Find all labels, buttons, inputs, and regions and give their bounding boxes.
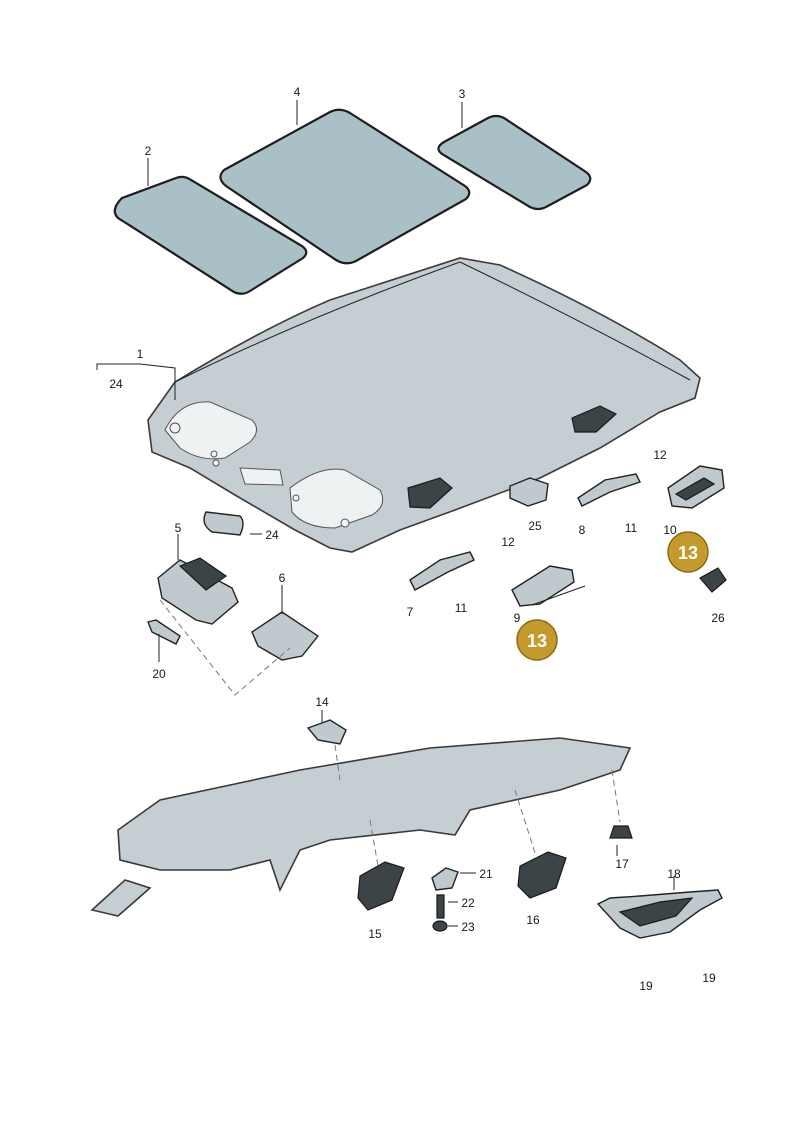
cover-6[interactable] [251,611,320,661]
glass-panel-2[interactable] [113,175,308,295]
callout-6: 6 [279,571,286,585]
callout-23: 23 [461,920,475,934]
glass-panel-3[interactable] [437,114,592,211]
callout-1: 1 [137,347,144,361]
callout-19b: 19 [702,971,716,985]
svg-text:13: 13 [678,543,698,563]
cap-25[interactable] [509,477,549,507]
clip-17[interactable] [609,825,633,839]
callout-2: 2 [145,144,152,158]
callout-18: 18 [667,867,681,881]
callout-25: 25 [528,519,542,533]
callout-26: 26 [711,611,725,625]
glass-panel-4[interactable] [219,108,471,265]
callout-11a: 11 [455,601,468,615]
callout-7: 7 [407,605,414,619]
mirror-24[interactable] [203,511,244,536]
cover-26[interactable] [699,567,727,593]
callout-15: 15 [368,927,382,941]
callout-24b: 24 [265,528,279,542]
screw-22[interactable] [436,894,445,919]
callout-3: 3 [459,87,466,101]
callout-19a: 19 [639,979,653,993]
bracket-8[interactable] [577,473,641,507]
badge-13-right[interactable]: 13 [667,531,709,573]
callout-10: 10 [663,523,677,537]
badge-13-left[interactable]: 13 [516,619,558,661]
callout-20: 20 [152,667,166,681]
callout-4: 4 [294,85,301,99]
grab-handle-9[interactable] [511,565,575,607]
reading-light-5[interactable] [157,557,239,625]
callout-16: 16 [526,913,540,927]
callout-17: 17 [615,857,629,871]
callout-5: 5 [175,521,182,535]
grab-handle-10[interactable] [667,465,725,509]
roof-frame [117,737,632,893]
svg-text:13: 13 [527,631,547,651]
callout-8: 8 [579,523,586,537]
grab-handle-18[interactable] [596,889,723,939]
callout-14: 14 [315,695,329,709]
callout-21: 21 [479,867,493,881]
callout-22: 22 [461,896,475,910]
clip-21[interactable] [431,867,459,891]
clip-14[interactable] [306,719,347,745]
clip-20[interactable] [147,619,181,645]
callout-11b: 11 [625,521,638,535]
callout-24a: 24 [109,377,123,391]
bracket-7[interactable] [409,551,475,591]
cap-23[interactable] [432,920,448,932]
headliner-1[interactable] [147,257,701,553]
callout-12b: 12 [653,448,667,462]
bezel-16[interactable] [517,851,567,899]
bezel-15[interactable] [357,861,405,911]
callout-12a: 12 [501,535,515,549]
callout-9: 9 [514,611,521,625]
